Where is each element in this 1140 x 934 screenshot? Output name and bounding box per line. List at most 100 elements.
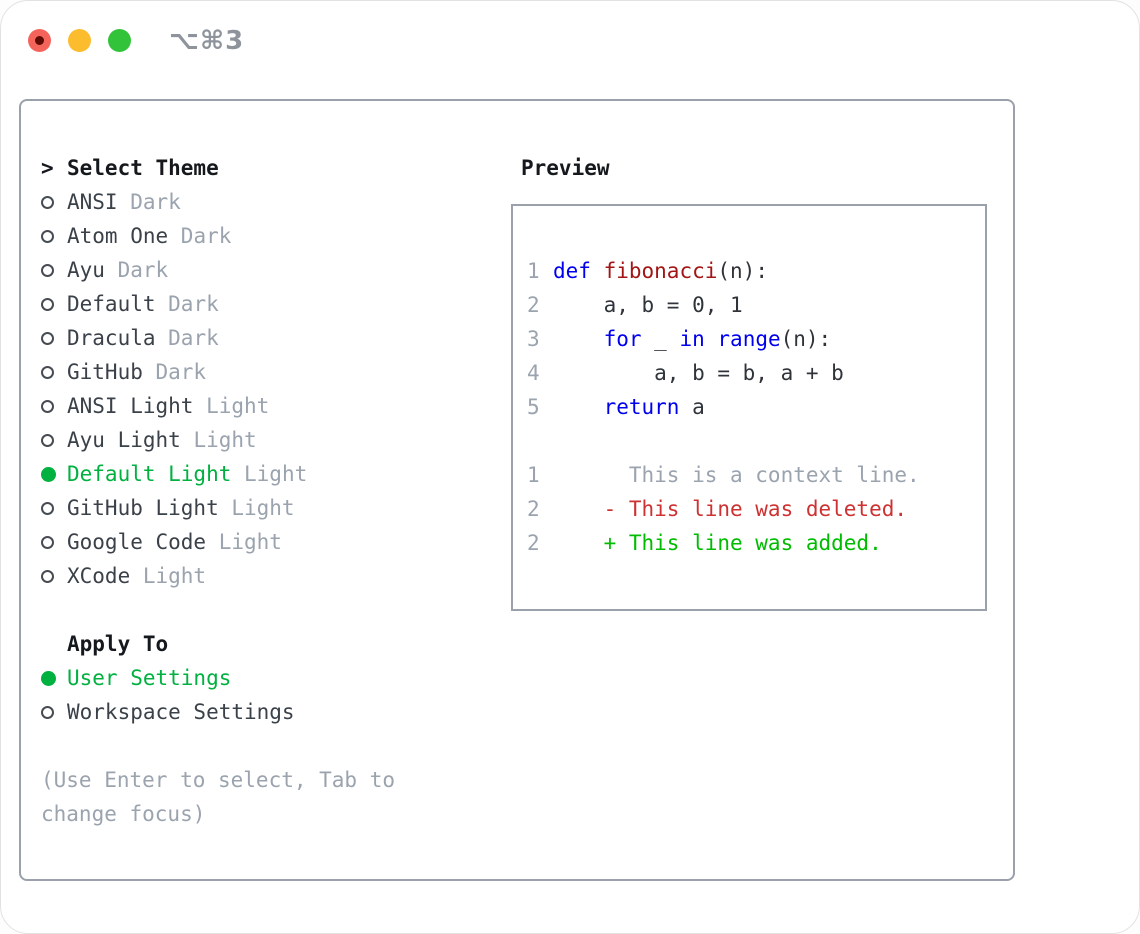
code-line: 4 a, b = b, a + b xyxy=(527,356,985,390)
theme-option-github-dark[interactable]: GitHub Dark xyxy=(41,355,481,389)
theme-option-github-light-light[interactable]: GitHub Light Light xyxy=(41,491,481,525)
code-token xyxy=(705,322,718,356)
code-token: a xyxy=(679,395,705,419)
code-line: 1 This is a context line. xyxy=(527,458,985,492)
line-number: 4 xyxy=(527,361,540,385)
code-token: This is a context line. xyxy=(553,463,920,487)
unsaved-changes-dot-icon xyxy=(35,36,44,45)
theme-variant: Dark xyxy=(117,190,181,214)
code-token: (n): xyxy=(717,259,768,283)
radio-empty-icon xyxy=(41,569,67,583)
radio-empty-icon xyxy=(41,501,67,515)
code-token: (n): xyxy=(780,327,832,351)
theme-variant: Dark xyxy=(104,258,169,282)
minimize-button[interactable] xyxy=(68,29,91,52)
maximize-button[interactable] xyxy=(108,29,131,52)
radio-empty-icon xyxy=(41,263,67,277)
theme-name: ANSI Light xyxy=(67,394,194,418)
code-token: + This line was added. xyxy=(553,531,882,555)
theme-option-ansi-light-light[interactable]: ANSI Light Light xyxy=(41,389,481,423)
theme-name: GitHub Light xyxy=(67,496,219,520)
code-token: for xyxy=(603,327,642,351)
theme-variant: Dark xyxy=(155,292,219,316)
theme-name: ANSI xyxy=(67,190,118,214)
window-title-shortcut: ⌥⌘3 xyxy=(169,26,245,56)
code-token: def xyxy=(553,259,591,283)
apply-option-label: User Settings xyxy=(67,666,232,690)
titlebar: ⌥⌘3 xyxy=(1,1,1139,81)
apply-to-header-row: Apply To xyxy=(41,627,481,661)
line-number: 2 xyxy=(527,293,540,317)
code-line: 2 a, b = 0, 1 xyxy=(527,288,985,322)
theme-name: Atom One xyxy=(67,224,169,248)
theme-variant: Dark xyxy=(155,326,219,350)
theme-name: GitHub xyxy=(67,360,143,384)
code-line: 5 return a xyxy=(527,390,985,424)
gap xyxy=(41,593,481,627)
code-token xyxy=(553,322,604,356)
theme-variant: Light xyxy=(130,564,207,588)
code-token: - This line was deleted. xyxy=(553,497,908,521)
theme-option-atom-one-dark[interactable]: Atom One Dark xyxy=(41,219,481,253)
radio-empty-icon xyxy=(41,365,67,379)
code-line xyxy=(527,424,985,458)
theme-name: Default xyxy=(67,292,156,316)
prompt-caret-icon: > xyxy=(41,156,54,180)
theme-variant: Light xyxy=(218,496,295,520)
radio-selected-icon xyxy=(41,466,67,482)
help-text: (Use Enter to select, Tab to change focu… xyxy=(41,768,396,826)
code-token: fibonacci xyxy=(603,259,718,283)
theme-name: Ayu xyxy=(67,258,105,282)
apply-to-title: Apply To xyxy=(67,632,169,656)
theme-option-default-light-light[interactable]: Default Light Light xyxy=(41,457,481,491)
radio-empty-icon xyxy=(41,297,67,311)
theme-option-google-code-light[interactable]: Google Code Light xyxy=(41,525,481,559)
code-line: 2 - This line was deleted. xyxy=(527,492,985,526)
line-number: 1 xyxy=(527,259,540,283)
theme-option-dracula-dark[interactable]: Dracula Dark xyxy=(41,321,481,355)
apply-option-user-settings[interactable]: User Settings xyxy=(41,661,481,695)
line-number: 3 xyxy=(527,327,540,351)
radio-empty-icon xyxy=(41,229,67,243)
theme-name: Google Code xyxy=(67,530,207,554)
theme-name: Default Light xyxy=(67,462,232,486)
preview-header-row: Preview xyxy=(503,151,1003,185)
line-number xyxy=(527,424,553,458)
theme-option-ansi-dark[interactable]: ANSI Dark xyxy=(41,185,481,219)
theme-variant: Light xyxy=(180,428,257,452)
preview-title: Preview xyxy=(521,156,610,180)
gap xyxy=(41,729,481,763)
code-line: 1 def fibonacci(n): xyxy=(527,254,985,288)
radio-empty-icon xyxy=(41,399,67,413)
close-button[interactable] xyxy=(28,29,51,52)
code-token: a, b = 0, 1 xyxy=(553,293,743,317)
code-token: return xyxy=(603,395,680,419)
code-token: _ xyxy=(641,327,680,351)
code-token xyxy=(553,390,604,424)
theme-variant: Dark xyxy=(142,360,207,384)
apply-option-workspace-settings[interactable]: Workspace Settings xyxy=(41,695,481,729)
theme-name: Dracula xyxy=(67,326,156,350)
code-token: in xyxy=(679,327,705,351)
theme-option-ayu-light-light[interactable]: Ayu Light Light xyxy=(41,423,481,457)
theme-option-ayu-dark[interactable]: Ayu Dark xyxy=(41,253,481,287)
select-theme-title: Select Theme xyxy=(67,156,219,180)
code-line: 3 for _ in range(n): xyxy=(527,322,985,356)
apply-option-label: Workspace Settings xyxy=(67,700,295,724)
line-number: 1 xyxy=(527,463,540,487)
line-number: 2 xyxy=(527,497,540,521)
theme-variant: Light xyxy=(193,394,270,418)
code-token: range xyxy=(717,327,781,351)
radio-selected-icon xyxy=(41,670,67,686)
line-number: 5 xyxy=(527,395,540,419)
theme-option-xcode-light[interactable]: XCode Light xyxy=(41,559,481,593)
theme-option-default-dark[interactable]: Default Dark xyxy=(41,287,481,321)
code-line: 2 + This line was added. xyxy=(527,526,985,560)
line-number: 2 xyxy=(527,531,540,555)
